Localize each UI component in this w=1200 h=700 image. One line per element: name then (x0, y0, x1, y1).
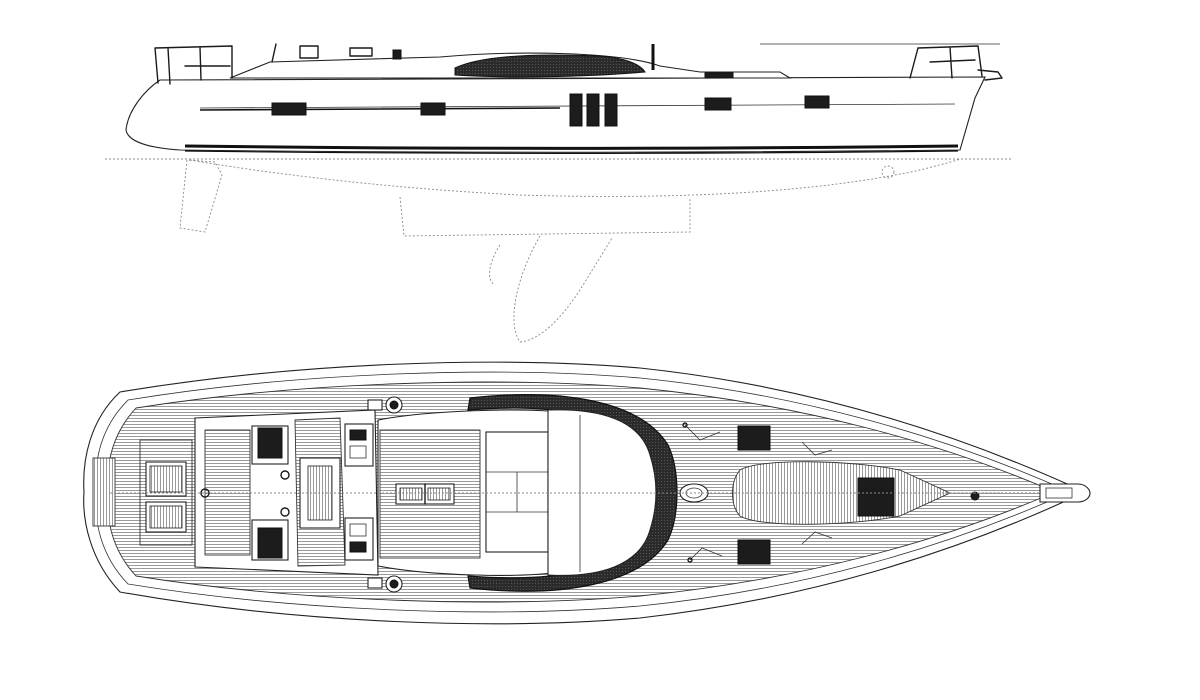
bow-roller (1039, 483, 1091, 503)
hull-portlight (420, 102, 446, 116)
keel-bulb (513, 235, 613, 343)
winch (392, 49, 402, 60)
steering-wheel-icon (280, 507, 290, 517)
hull-portlight (804, 95, 830, 109)
deck-hatch (737, 539, 771, 565)
winch (299, 45, 373, 59)
rudder (179, 159, 223, 233)
keel-fin (399, 196, 691, 237)
helm-bench (204, 429, 251, 556)
chainplate-lines (684, 424, 833, 561)
underwater-hull (189, 158, 961, 197)
helm-station-starboard (257, 527, 283, 559)
hull-portlight (271, 102, 307, 116)
windscreen (454, 54, 646, 78)
roof-front (547, 409, 657, 576)
bow-pulpit (909, 45, 983, 79)
swim-platform (92, 457, 116, 527)
deck-hatch (704, 72, 734, 79)
deck-hatch (737, 425, 771, 451)
side-profile-view (105, 43, 1012, 343)
hull-topsides (125, 76, 986, 153)
stern-pushpit (154, 45, 233, 85)
cleat (367, 399, 383, 411)
hull-portlight (569, 93, 583, 127)
propeller (881, 165, 895, 179)
hull-portlight (604, 93, 618, 127)
cleat (367, 577, 383, 589)
steering-wheel-icon (280, 470, 290, 480)
toerail (95, 371, 1071, 613)
binnacle-icon (200, 488, 210, 498)
hull-portlight (586, 93, 600, 127)
deck-plan-view (83, 361, 1091, 625)
bow-roller (977, 69, 1003, 81)
helm-station-port (257, 427, 283, 459)
foredeck-sunpad (732, 461, 952, 525)
boot-stripe (184, 144, 959, 150)
windlass-icon (970, 491, 980, 501)
hull-portlight (704, 97, 732, 111)
